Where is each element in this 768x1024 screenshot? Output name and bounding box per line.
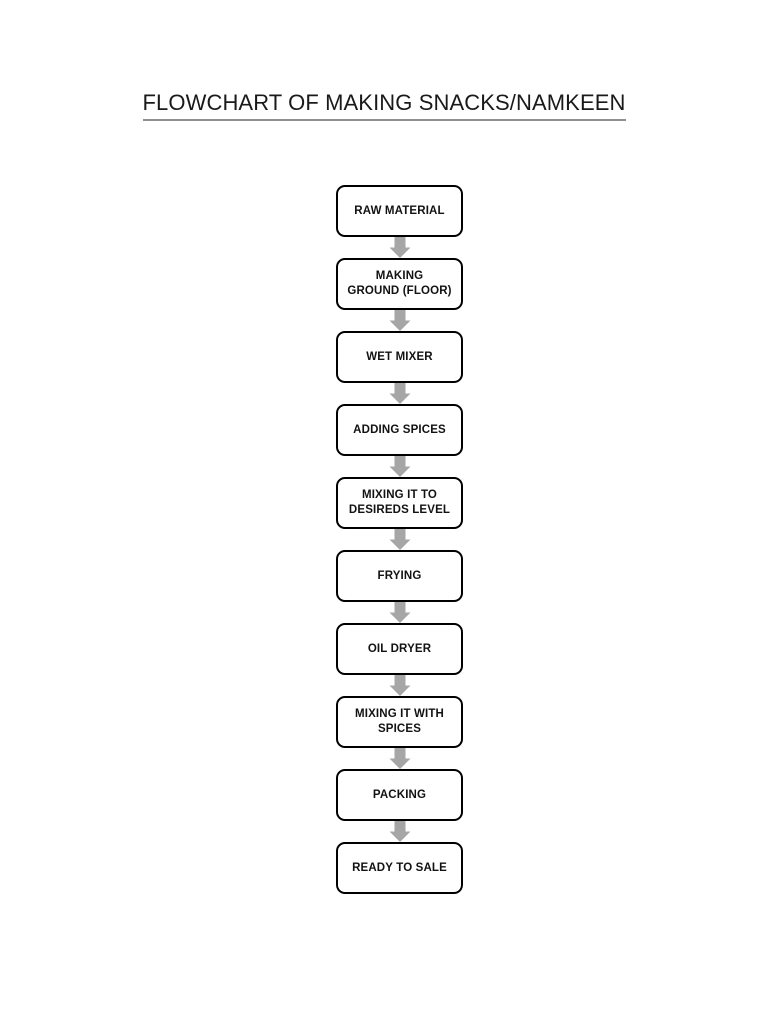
down-arrow-icon xyxy=(336,456,463,477)
flow-step-7: OIL DRYER xyxy=(336,623,464,675)
flow-box[interactable]: READY TO SALE xyxy=(336,842,463,894)
flow-box[interactable]: MIXING IT WITH SPICES xyxy=(336,696,463,748)
flow-box-label: OIL DRYER xyxy=(367,642,432,655)
down-arrow-icon xyxy=(336,383,463,404)
page-title: FLOWCHART OF MAKING SNACKS/NAMKEEN xyxy=(0,88,768,121)
flow-box[interactable]: MAKING GROUND (FLOOR) xyxy=(336,258,463,310)
flow-box[interactable]: MIXING IT TO DESIREDS LEVEL xyxy=(336,477,463,529)
flow-box-label: RAW MATERIAL xyxy=(354,204,445,217)
flow-box[interactable]: FRYING xyxy=(336,550,463,602)
flow-step-10: READY TO SALE xyxy=(336,842,464,894)
flow-box-label: ADDING SPICES xyxy=(353,423,446,436)
flow-step-9: PACKING xyxy=(336,769,464,821)
flow-step-5: MIXING IT TO DESIREDS LEVEL xyxy=(336,477,464,529)
flow-step-6: FRYING xyxy=(336,550,464,602)
down-arrow-icon xyxy=(336,310,463,331)
flowchart-container: RAW MATERIAL MAKING GROUND (FLOOR) WET MIX… xyxy=(336,185,464,894)
down-arrow-icon xyxy=(336,748,463,769)
flow-step-4: ADDING SPICES xyxy=(336,404,464,456)
down-arrow-icon xyxy=(336,675,463,696)
flow-box-label: MIXING IT TO DESIREDS LEVEL xyxy=(348,489,451,516)
flow-box[interactable]: ADDING SPICES xyxy=(336,404,463,456)
down-arrow-icon xyxy=(336,529,463,550)
page-title-text: FLOWCHART OF MAKING SNACKS/NAMKEEN xyxy=(142,88,626,121)
flow-box[interactable]: PACKING xyxy=(336,769,463,821)
flow-step-2: MAKING GROUND (FLOOR) xyxy=(336,258,464,310)
flow-box-label: READY TO SALE xyxy=(352,861,447,874)
flow-step-8: MIXING IT WITH SPICES xyxy=(336,696,464,748)
down-arrow-icon xyxy=(336,602,463,623)
down-arrow-icon xyxy=(336,237,463,258)
flow-box-label: FRYING xyxy=(377,569,422,582)
flow-step-1: RAW MATERIAL xyxy=(336,185,464,237)
flow-box-label: MAKING GROUND (FLOOR) xyxy=(347,270,452,297)
flow-step-3: WET MIXER xyxy=(336,331,464,383)
flow-box-label: MIXING IT WITH SPICES xyxy=(355,708,444,735)
flow-box[interactable]: OIL DRYER xyxy=(336,623,463,675)
flow-box-label: WET MIXER xyxy=(366,350,433,363)
flow-box-label: PACKING xyxy=(372,788,427,801)
flow-box[interactable]: RAW MATERIAL xyxy=(336,185,463,237)
flow-box[interactable]: WET MIXER xyxy=(336,331,463,383)
down-arrow-icon xyxy=(336,821,463,842)
